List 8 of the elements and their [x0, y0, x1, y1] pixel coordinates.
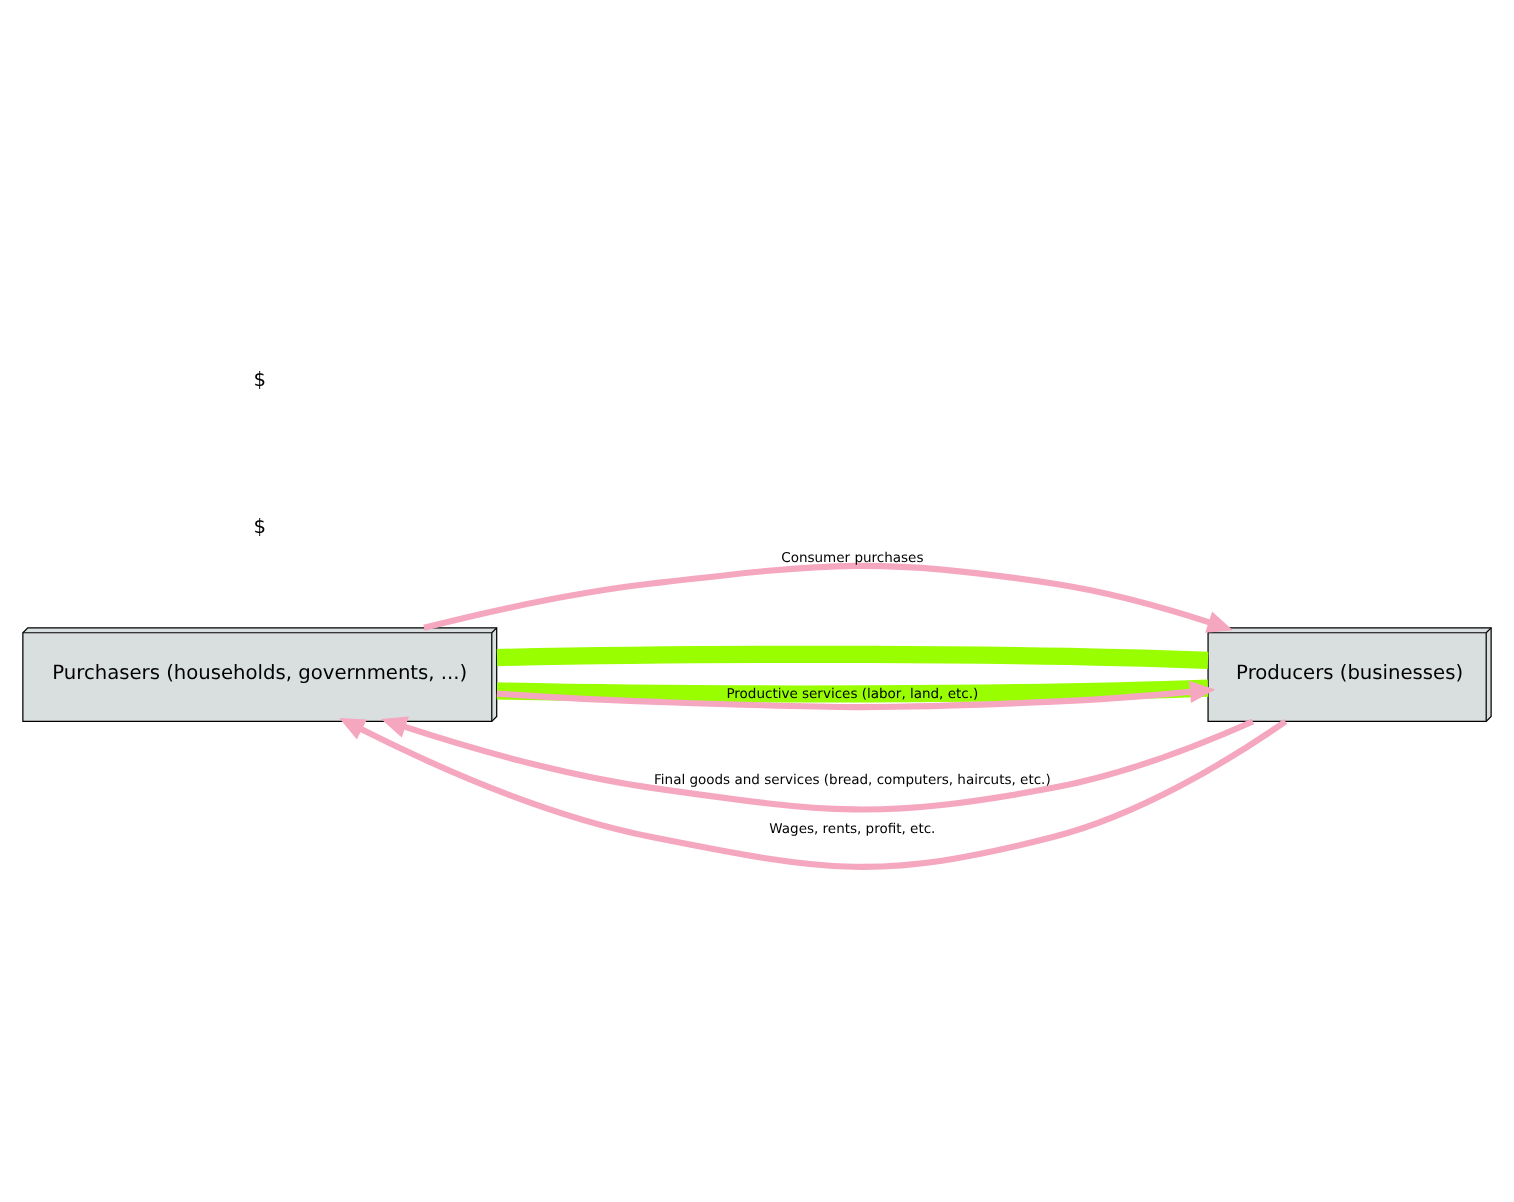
- arrow: [381, 716, 1255, 813]
- connector: [496, 679, 1209, 703]
- label: $: [253, 370, 267, 393]
- arrow: [339, 717, 1288, 870]
- label: $: [253, 516, 267, 539]
- arrow: [423, 562, 1233, 633]
- arrow: [496, 680, 1216, 711]
- connector: [496, 645, 1209, 670]
